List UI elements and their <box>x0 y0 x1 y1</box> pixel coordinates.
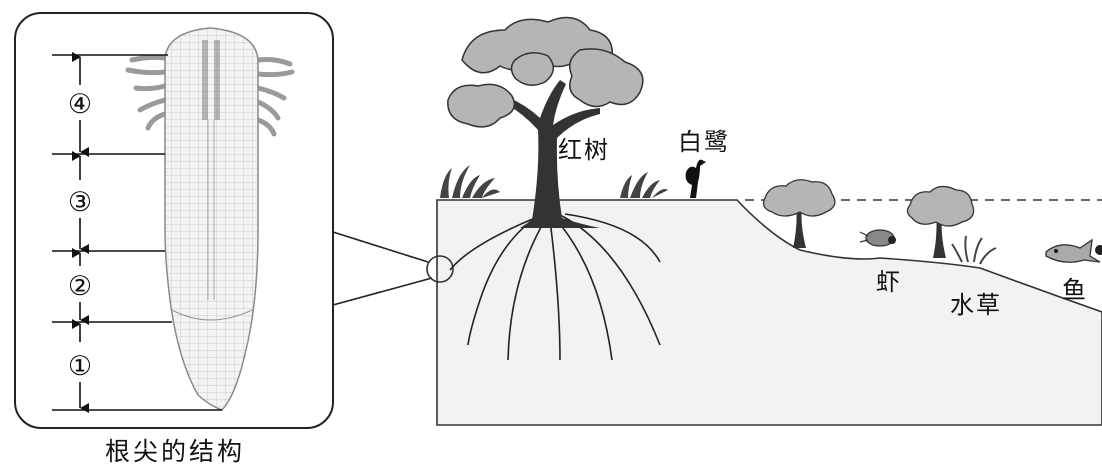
root-tip-panel: ④ ③ ② ① 根尖的结构 <box>14 12 334 466</box>
fish-icon <box>1045 238 1102 263</box>
zone-marker-1: ① <box>68 351 92 382</box>
small-mangrove-tree-icon <box>906 185 975 258</box>
mangrove-tree-icon <box>447 16 644 228</box>
label-mangrove: 红树 <box>558 136 610 164</box>
root-tip-caption: 根尖的结构 <box>105 437 245 466</box>
callout-lines <box>332 231 433 306</box>
zone-marker-2: ② <box>68 271 92 302</box>
label-waterweed: 水草 <box>950 291 1002 319</box>
zone-marker-3: ③ <box>68 187 92 218</box>
zone-marker-4: ④ <box>68 89 92 120</box>
label-egret: 白鹭 <box>678 128 730 156</box>
small-mangrove-tree-icon <box>762 179 836 248</box>
waterweed-icon <box>951 235 997 265</box>
egret-icon <box>685 159 706 198</box>
ground-block <box>436 199 1102 426</box>
root-tip-body-icon <box>164 27 259 411</box>
grass-icon <box>440 165 668 198</box>
magnifier-circle-icon <box>426 255 454 283</box>
label-shrimp: 虾 <box>876 268 900 296</box>
label-fish: 鱼 <box>1062 276 1086 304</box>
root-hairs-icon <box>125 54 295 137</box>
shrimp-icon <box>859 229 896 247</box>
ecosystem-scene: 红树 白鹭 虾 水草 鱼 <box>426 16 1102 426</box>
